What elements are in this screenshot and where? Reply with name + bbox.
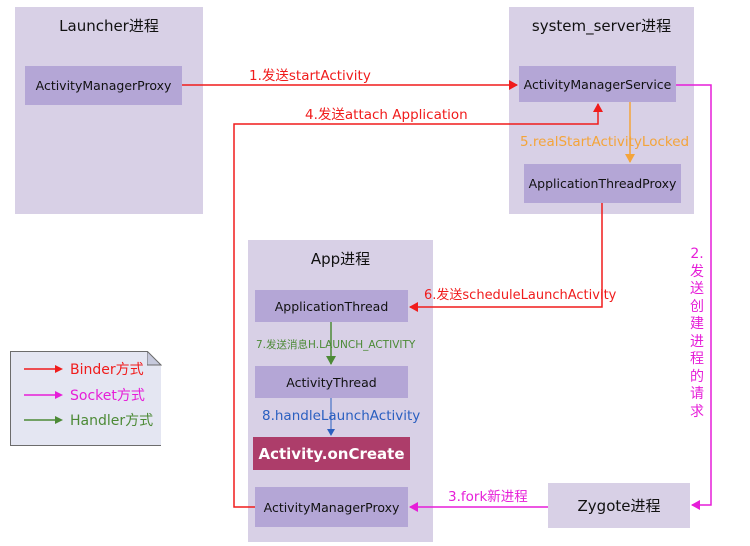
zygote-process: Zygote进程 xyxy=(548,483,690,528)
launcher-process-panel: Launcher进程 xyxy=(15,7,203,214)
step-6-label: 6.发送scheduleLaunchActivity xyxy=(424,288,617,303)
arrow-step-4 xyxy=(233,103,603,508)
step-5-label: 5.realStartActivityLocked xyxy=(520,134,690,150)
legend-label-handler: Handler方式 xyxy=(70,413,154,429)
launcher-process-title: Launcher进程 xyxy=(59,17,159,35)
activity-thread: ActivityThread xyxy=(255,366,408,398)
activity-on-create: Activity.onCreate xyxy=(253,437,410,470)
system-server-title: system_server进程 xyxy=(531,17,672,35)
zygote-process-label: Zygote进程 xyxy=(577,497,661,515)
application-thread: ApplicationThread xyxy=(255,290,408,322)
step-2-label: 2.发送创建进程的请求 xyxy=(690,246,704,420)
arrow-step-6 xyxy=(409,203,603,312)
step-7-label: 7.发送消息H.LAUNCH_ACTIVITY xyxy=(256,339,416,351)
step-1-label: 1.发送startActivity xyxy=(249,68,371,84)
step-8-label: 8.handleLaunchActivity xyxy=(262,408,421,424)
legend-item-handler: Handler方式 xyxy=(24,410,153,430)
legend: Binder方式 Socket方式 Handler方式 xyxy=(10,351,161,446)
legend-folded-corner xyxy=(147,351,162,366)
app-activity-manager-proxy: ActivityManagerProxy xyxy=(255,487,408,527)
socket-arrow-icon xyxy=(24,391,63,399)
binder-arrow-icon xyxy=(24,365,63,373)
legend-item-binder: Binder方式 xyxy=(24,359,144,379)
activity-manager-service: ActivityManagerService xyxy=(519,66,676,102)
legend-label-socket: Socket方式 xyxy=(70,388,145,404)
app-process-title: App进程 xyxy=(310,250,371,268)
legend-item-socket: Socket方式 xyxy=(24,385,145,405)
arrow-step-2 xyxy=(676,84,712,510)
legend-label-binder: Binder方式 xyxy=(70,362,144,378)
step-3-label: 3.fork新进程 xyxy=(448,489,528,505)
launcher-activity-manager-proxy: ActivityManagerProxy xyxy=(25,66,182,105)
handler-arrow-icon xyxy=(24,416,63,424)
application-thread-proxy: ApplicationThreadProxy xyxy=(524,164,681,203)
step-4-label: 4.发送attach Application xyxy=(305,107,468,123)
